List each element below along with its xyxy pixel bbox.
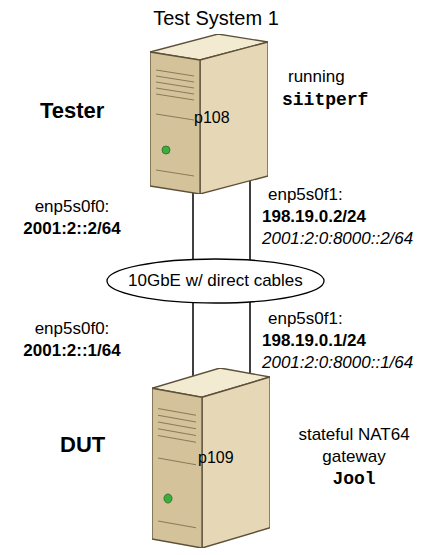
cable-line [192,192,194,260]
dut-server: p109 [152,368,270,548]
interface-name: enp5s0f0: [4,318,140,339]
note: stateful NAT64 [280,424,428,445]
program-name: Jool [280,469,428,490]
note: running [288,66,345,87]
link-ellipse: 10GbE w/ direct cables [106,258,325,304]
link-label: 10GbE w/ direct cables [128,272,303,290]
cable-line [192,303,194,378]
tester-server: p108 [150,34,268,194]
interface-name: enp5s0f1: [268,308,343,329]
interface-name: enp5s0f1: [268,184,343,205]
role-label: DUT [60,432,105,458]
program-name: siitperf [282,90,368,111]
ipv4-address: 198.19.0.2/24 [262,206,366,227]
cable-line [249,302,251,375]
diagram-title: Test System 1 [0,6,432,30]
ipv6-address: 2001:2::1/64 [4,340,140,361]
ipv6-address: 2001:2::2/64 [4,218,140,239]
role-label: Tester [40,98,104,124]
ipv6-address: 2001:2:0:8000::2/64 [262,228,413,249]
host-name: p108 [194,109,230,127]
note: gateway [280,446,428,467]
ipv6-address: 2001:2:0:8000::1/64 [262,352,413,373]
interface-name: enp5s0f0: [4,196,140,217]
host-name: p109 [198,449,234,467]
ipv4-address: 198.19.0.1/24 [262,330,366,351]
cable-line [249,180,251,260]
